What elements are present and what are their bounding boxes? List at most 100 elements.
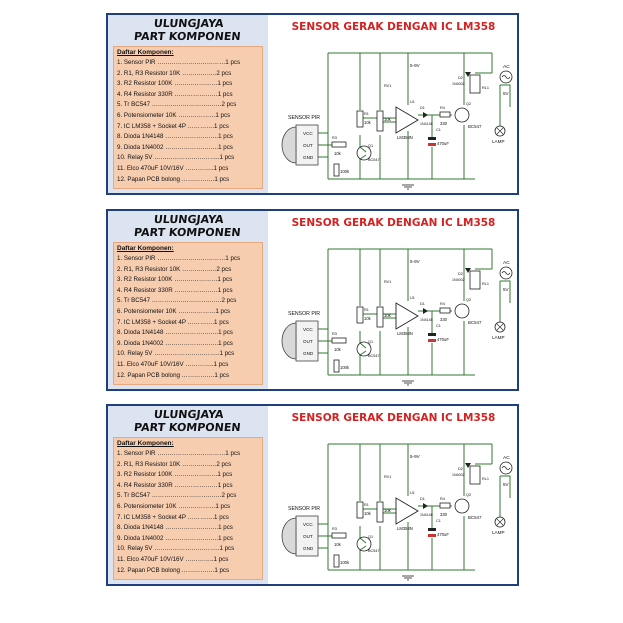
list-item: 9. Dioda 1N4002 ……………………..1 pcs	[117, 534, 233, 542]
ground-icon	[402, 575, 414, 581]
list-item: 5. Tr BC547 …………………………….2 pcs	[117, 101, 237, 109]
pir-dome-icon	[281, 126, 297, 164]
rv1-label: RV1	[384, 280, 391, 284]
list-item: 6. Potensiometer 10K ………………1 pcs	[117, 111, 231, 119]
q1-label: Q1	[368, 340, 373, 344]
ic-pin-label: U1	[410, 491, 415, 495]
r1-label: R1	[364, 308, 369, 312]
q1-part: BC547	[368, 549, 380, 553]
list-item: 6. Potensiometer 10K ………………1 pcs	[117, 502, 231, 510]
q1-label: Q1	[368, 144, 373, 148]
parts-list: 1. Sensor PIR ……………………………1 pcs 2. R1, R3…	[117, 254, 259, 381]
list-item: 12. Papan PCB bolong …………….1 pcs	[117, 175, 230, 183]
transistor-q2	[454, 303, 470, 319]
supply-label: 5-9V	[410, 259, 421, 264]
d1-label: D1	[420, 302, 425, 306]
r3-value: 10k	[334, 347, 342, 352]
brand-line-2: PART KOMPONEN	[133, 30, 242, 43]
list-item: 1. Sensor PIR ……………………………1 pcs	[117, 450, 241, 457]
list-item: 11. Elco 470uF 10V/16V …………..1 pcs	[117, 164, 229, 172]
resistor-r2	[333, 554, 340, 568]
schematic-title: SENSOR GERAK DENGAN IC LM358	[291, 412, 496, 424]
list-item: 3. R2 Resistor 100K …………………1 pcs	[117, 471, 233, 479]
relay-label: RL1	[482, 86, 489, 90]
brand-line-1: ULUNGJAYA	[153, 17, 225, 30]
ic-pin-label: U1	[410, 100, 415, 104]
list-item: 2. R1, R3 Resistor 10K ……………..2 pcs	[117, 265, 232, 273]
resistor-r4	[439, 307, 451, 314]
pin-vcc-label: VCC	[303, 327, 313, 332]
list-item: 2. R1, R3 Resistor 10K ……………..2 pcs	[117, 460, 232, 468]
diode-d1	[423, 308, 428, 314]
r3-label: R3	[332, 332, 337, 336]
list-item: 9. Dioda 1N4002 ……………………..1 pcs	[117, 143, 233, 151]
product-card: ULUNGJAYA PART KOMPONEN Daftar Komponen:…	[106, 209, 519, 391]
potentiometer-rv1	[376, 306, 384, 328]
diode-d1	[423, 112, 428, 118]
resistor-r3	[331, 141, 347, 148]
rv1-value: 10k	[384, 313, 392, 318]
parts-list-box: Daftar Komponen: 1. Sensor PIR …………………………	[113, 437, 263, 580]
q1-part: BC547	[368, 158, 380, 162]
relay-coil	[469, 270, 481, 290]
pir-label: SENSOR PIR	[288, 311, 320, 317]
supply-label: 5-9V	[410, 454, 421, 459]
capacitor-c1-plate	[428, 143, 436, 146]
schematic-title: SENSOR GERAK DENGAN IC LM358	[291, 217, 496, 229]
list-item: 10. Relay 5V …………………………..1 pcs	[117, 350, 235, 358]
list-item: 8. Dioda 1N4148 ……………………..1 pcs	[117, 524, 233, 532]
ic-pin-label: U1	[410, 296, 415, 300]
q1-label: Q1	[368, 535, 373, 539]
opamp-symbol	[395, 302, 419, 330]
brand-title: ULUNGJAYA PART KOMPONEN	[108, 408, 269, 434]
d2-part: 1N4002	[452, 473, 465, 477]
q2-label: Q2	[466, 298, 471, 302]
resistor-r3	[331, 532, 347, 539]
c1-label: C1	[436, 519, 441, 523]
pin-out-label: OUT	[303, 143, 313, 148]
parts-list-title: Daftar Komponen:	[117, 49, 174, 56]
list-item: 9. Dioda 1N4002 ……………………..1 pcs	[117, 339, 233, 347]
relay-coil	[469, 465, 481, 485]
ground-icon	[402, 380, 414, 386]
r1-label: R1	[364, 503, 369, 507]
r3-value: 10k	[334, 151, 342, 156]
r1-value: 10k	[364, 511, 372, 516]
pin-vcc-label: VCC	[303, 522, 313, 527]
r4-value: 330	[440, 121, 448, 126]
rv1-value: 10k	[384, 117, 392, 122]
list-item: 4. R4 Resistor 330R …………………1 pcs	[117, 90, 233, 98]
list-item: 8. Dioda 1N4148 ……………………..1 pcs	[117, 133, 233, 141]
r2-value: 100k	[340, 169, 350, 174]
ground-icon	[402, 184, 414, 190]
d2-label: D2	[458, 467, 463, 471]
resistor-r3	[331, 337, 347, 344]
pin-gnd-label: GND	[303, 155, 314, 160]
circuit-svg: SENSOR PIR VCC OUT GND 5-9V R1 10k RV1 1…	[281, 248, 513, 386]
ac-label: AC	[503, 64, 510, 70]
schematic-panel: SENSOR GERAK DENGAN IC LM358	[270, 406, 517, 584]
diode-d2	[465, 463, 471, 468]
r4-label: R4	[440, 302, 445, 306]
ic-label: LM358N	[397, 331, 413, 336]
list-item: 3. R2 Resistor 100K …………………1 pcs	[117, 80, 233, 88]
brand-line-1: ULUNGJAYA	[153, 408, 225, 421]
list-item: 10. Relay 5V …………………………..1 pcs	[117, 545, 235, 553]
lamp-label: LAMP	[492, 335, 505, 340]
brand-line-2: PART KOMPONEN	[133, 226, 242, 239]
rv1-label: RV1	[384, 84, 391, 88]
relay-voltage-label: 5V	[503, 482, 510, 487]
resistor-r1	[356, 110, 364, 128]
r4-label: R4	[440, 497, 445, 501]
product-card: ULUNGJAYA PART KOMPONEN Daftar Komponen:…	[106, 13, 519, 195]
list-item: 2. R1, R3 Resistor 10K ……………..2 pcs	[117, 69, 232, 77]
d2-label: D2	[458, 76, 463, 80]
resistor-r4	[439, 111, 451, 118]
r2-value: 100k	[340, 560, 350, 565]
list-item: 10. Relay 5V …………………………..1 pcs	[117, 154, 235, 162]
parts-list: 1. Sensor PIR ……………………………1 pcs 2. R1, R3…	[117, 58, 259, 185]
brand-line-1: ULUNGJAYA	[153, 213, 225, 226]
circuit-svg: SENSOR PIR VCC OUT GND 5-9V R1 10k RV1 1…	[281, 443, 513, 581]
resistor-r1	[356, 306, 364, 324]
resistor-r1	[356, 501, 364, 519]
